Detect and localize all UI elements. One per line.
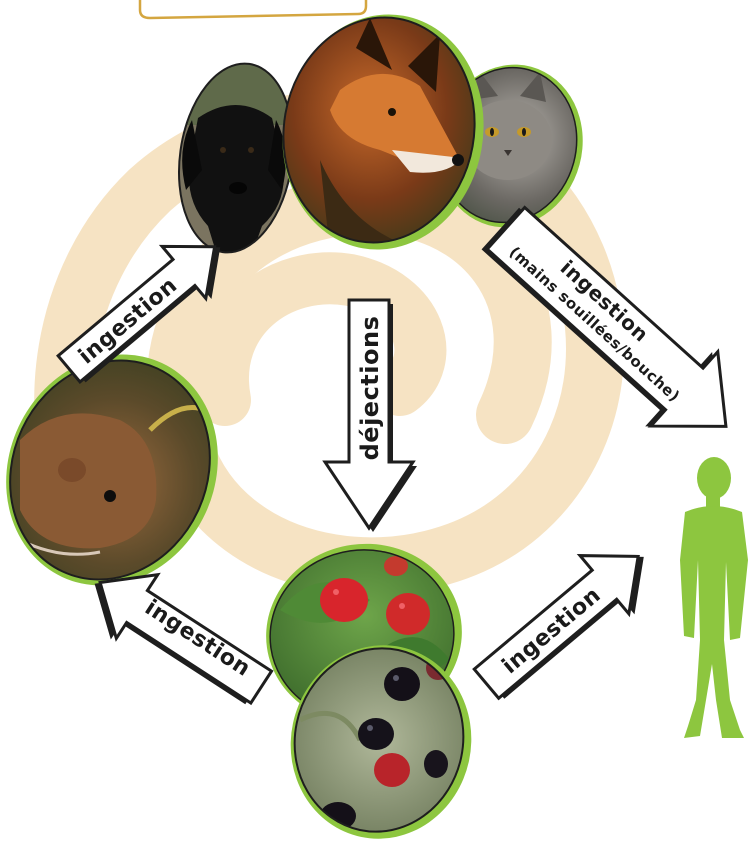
human-silhouette: [680, 457, 748, 738]
ingestion-label-bottom-right: ingestion: [498, 583, 606, 679]
dejections-label: déjections: [356, 316, 384, 461]
top-partial-box: [140, 0, 366, 18]
